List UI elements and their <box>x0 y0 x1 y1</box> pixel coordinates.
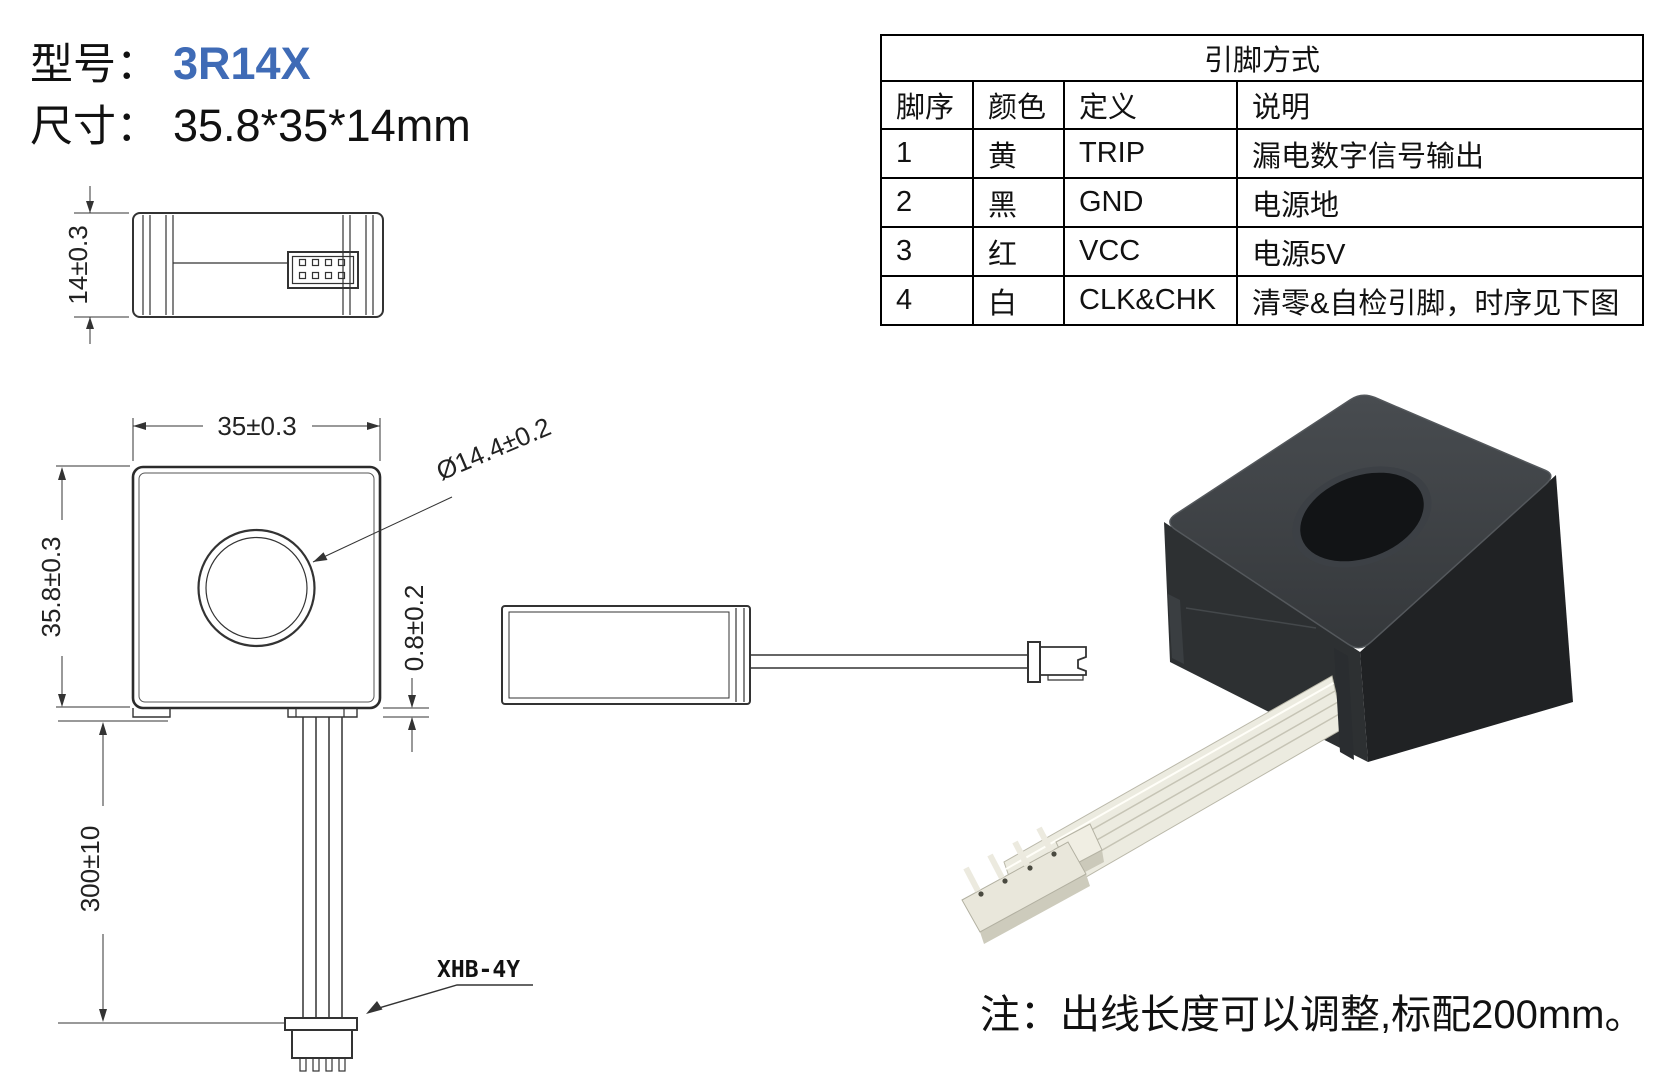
column-header-description: 说明 <box>1235 80 1645 130</box>
ribbon-connector <box>961 823 1104 944</box>
table-cell: 清零&自检引脚，时序见下图 <box>1235 275 1645 326</box>
block-right-face <box>1360 475 1573 762</box>
table-row: 3 红 VCC 电源5V <box>880 226 1645 277</box>
table-row: 1 黄 TRIP 漏电数字信号输出 <box>880 128 1645 179</box>
profile-view-drawing <box>501 605 1087 705</box>
table-cell: 白 <box>972 275 1065 326</box>
product-3d-render <box>961 394 1573 944</box>
table-row: 2 黑 GND 电源地 <box>880 177 1645 228</box>
table-cell: VCC <box>1063 226 1238 277</box>
mounting-hole <box>197 528 316 648</box>
table-cell: GND <box>1063 177 1238 228</box>
model-line: 型号： 3R14X <box>30 30 311 92</box>
connector-pins <box>963 826 1054 893</box>
dim-width-label: 35±0.3 <box>217 411 296 441</box>
column-header-definition: 定义 <box>1063 80 1238 130</box>
table-cell: 2 <box>880 177 974 228</box>
through-hole <box>1300 472 1424 562</box>
pin-table-title: 引脚方式 <box>879 34 1645 82</box>
device-outline <box>132 212 384 318</box>
table-cell: 1 <box>880 128 974 179</box>
table-cell: TRIP <box>1063 128 1238 179</box>
note-text: 注：出线长度可以调整,标配200mm。 <box>980 993 1645 1037</box>
connector-socket <box>287 251 359 289</box>
cable-end-connector <box>284 1017 358 1072</box>
size-line: 尺寸： 35.8*35*14mm <box>30 92 471 154</box>
table-cell: 黑 <box>972 177 1065 228</box>
dim-thickness-label: 14±0.3 <box>63 225 93 304</box>
dim-hole-label: Ø14.4±0.2 <box>432 411 555 486</box>
table-cell: 4 <box>880 275 974 326</box>
table-cell: 红 <box>972 226 1065 277</box>
table-cell: 漏电数字信号输出 <box>1235 128 1645 179</box>
wire-plug <box>1027 641 1087 683</box>
dim-height-label: 35.8±0.3 <box>36 536 66 637</box>
dim-cable-length-label: 300±10 <box>75 826 105 913</box>
side-view-drawing: 14±0.3 <box>63 186 384 344</box>
size-value: 35.8*35*14mm <box>173 100 471 151</box>
device-outline <box>501 605 751 705</box>
front-view-drawing: 35±0.3 Ø14.4±0.2 35.8±0.3 0.8±0.2 <box>36 411 555 1072</box>
device-outline <box>131 465 382 710</box>
model-value: 3R14X <box>173 38 311 89</box>
pin-definition-table: 引脚方式 脚序 颜色 定义 说明 1 黄 TRIP 漏电数字信号输出 2 黑 G… <box>879 34 1645 326</box>
table-cell: 电源5V <box>1235 226 1645 277</box>
table-cell: 黄 <box>972 128 1065 179</box>
cable-wires <box>302 717 343 1018</box>
table-row: 4 白 CLK&CHK 清零&自检引脚，时序见下图 <box>880 275 1645 326</box>
size-label: 尺寸： <box>30 103 159 151</box>
connector-type-label: XHB-4Y <box>437 957 520 983</box>
column-header-color: 颜色 <box>972 80 1065 130</box>
table-cell: 3 <box>880 226 974 277</box>
column-header-pin: 脚序 <box>880 80 974 130</box>
model-label: 型号： <box>30 41 159 89</box>
dim-step-label: 0.8±0.2 <box>399 585 429 672</box>
table-cell: CLK&CHK <box>1063 275 1238 326</box>
table-cell: 电源地 <box>1235 177 1645 228</box>
